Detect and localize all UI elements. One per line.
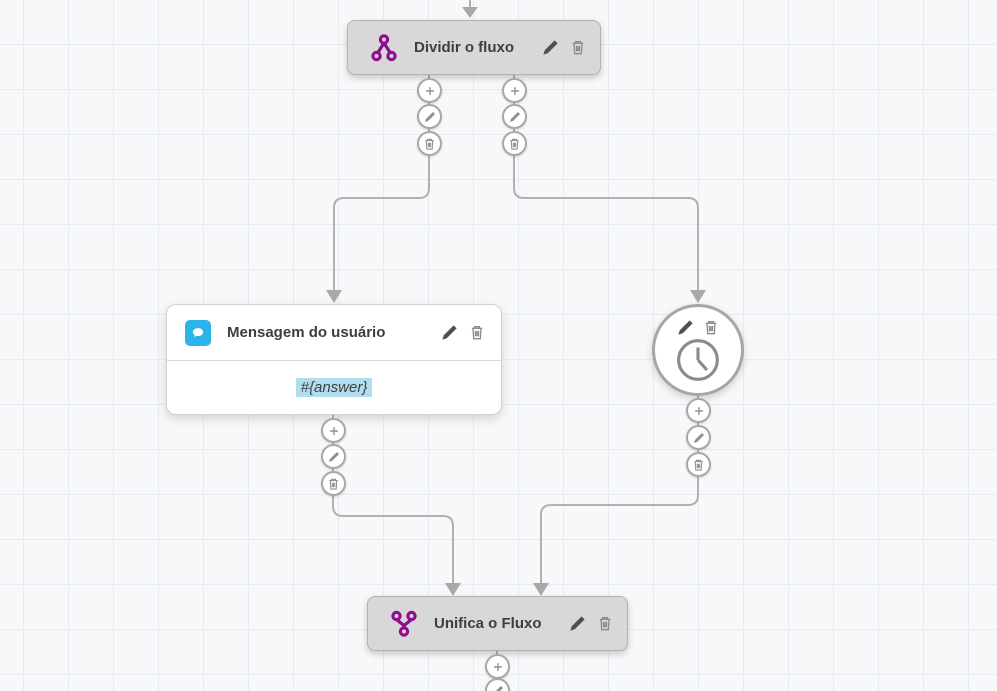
delete-branch-button[interactable]	[321, 471, 346, 496]
split-flow-icon	[371, 33, 397, 62]
add-step-button[interactable]	[417, 78, 442, 103]
delete-branch-button[interactable]	[686, 452, 711, 477]
edit-icon[interactable]	[569, 615, 586, 632]
delete-branch-button[interactable]	[502, 131, 527, 156]
edit-branch-button[interactable]	[686, 425, 711, 450]
add-step-button[interactable]	[686, 398, 711, 423]
delete-icon[interactable]	[703, 319, 719, 336]
card-body: #{answer}	[167, 361, 501, 413]
arrowhead-unifica-left	[445, 583, 461, 596]
arrowhead-entry	[462, 7, 478, 18]
delete-icon[interactable]	[570, 39, 586, 56]
node-mensagem-do-usuario[interactable]: Mensagem do usuário #{answer}	[166, 304, 502, 415]
delete-icon[interactable]	[469, 324, 485, 341]
node-title: Dividir o fluxo	[414, 39, 515, 56]
arrowhead-mensagem	[326, 290, 342, 303]
edit-branch-button[interactable]	[321, 444, 346, 469]
edit-icon[interactable]	[441, 324, 458, 341]
node-dividir-o-fluxo[interactable]: Dividir o fluxo	[347, 20, 601, 75]
chat-bubble-icon	[185, 319, 211, 346]
merge-flow-icon	[391, 610, 417, 638]
arrowhead-unifica-right	[533, 583, 549, 596]
edit-icon[interactable]	[677, 319, 694, 336]
add-step-button[interactable]	[485, 654, 510, 679]
edit-branch-button[interactable]	[417, 104, 442, 129]
edit-icon[interactable]	[542, 39, 559, 56]
delete-branch-button[interactable]	[417, 131, 442, 156]
clock-icon	[675, 337, 721, 383]
delete-icon[interactable]	[597, 615, 613, 632]
connector-dividir-to-mensagem	[333, 75, 430, 290]
edit-branch-button[interactable]	[502, 104, 527, 129]
node-title: Unifica o Fluxo	[434, 615, 542, 632]
variable-chip: #{answer}	[295, 377, 373, 397]
node-title: Mensagem do usuário	[227, 324, 386, 341]
connector-dividir-to-timer	[513, 75, 699, 290]
add-step-button[interactable]	[321, 418, 346, 443]
arrowhead-timer	[690, 290, 706, 303]
node-timer[interactable]	[652, 304, 744, 396]
connector-mensagem-to-unifica	[332, 415, 454, 584]
add-step-button[interactable]	[502, 78, 527, 103]
card-header: Mensagem do usuário	[167, 305, 501, 361]
node-unifica-o-fluxo[interactable]: Unifica o Fluxo	[367, 596, 628, 651]
connector-timer-to-unifica	[540, 396, 699, 584]
